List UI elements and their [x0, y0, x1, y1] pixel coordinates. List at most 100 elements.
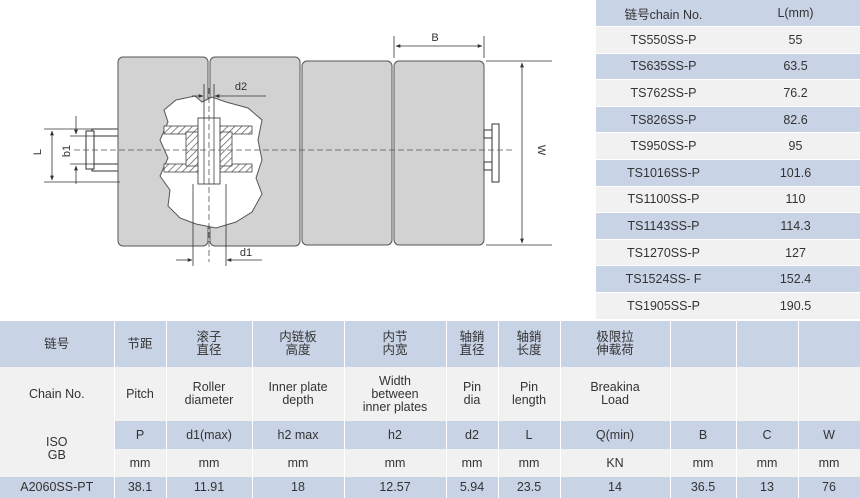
- en-header-empty: [736, 367, 799, 421]
- length-cell: 101.6: [731, 159, 860, 187]
- symbol-cell: P: [114, 421, 167, 449]
- cn-header-pin-length: 轴銷 长度: [498, 321, 561, 367]
- length-cell: 152.4: [731, 265, 860, 294]
- dimension-d2: d2: [192, 81, 266, 118]
- cn-header-row: 链号 节距 滚子 直径 内链板 高度 内节 内宽 轴銷 直径 轴銷 长度 极限拉…: [0, 321, 860, 367]
- data-pin-dia: 5.94: [446, 477, 499, 498]
- iso-gb-label: ISO GB: [0, 421, 115, 477]
- chain-plate-4: [393, 60, 485, 246]
- chain-no-cell: TS826SS-P: [596, 106, 731, 134]
- length-cell: 95: [731, 132, 860, 161]
- en-header-pitch: Pitch: [114, 367, 167, 421]
- length-table-header: 链号chain No. L(mm): [596, 0, 860, 28]
- header-length: L(mm): [731, 0, 860, 28]
- chain-drawing: B W L b1 d2 d1: [32, 32, 552, 266]
- en-header-pin-dia: Pin dia: [446, 367, 499, 421]
- en-header-inner-width: Width between inner plates: [344, 367, 447, 421]
- unit-cell: mm: [498, 449, 561, 477]
- data-c: 13: [736, 477, 799, 498]
- symbol-cell: d1(max): [166, 421, 253, 449]
- data-roller-diameter: 11.91: [166, 477, 253, 498]
- cn-header-pitch: 节距: [114, 321, 167, 367]
- data-inner-width: 12.57: [344, 477, 447, 498]
- length-cell: 55: [731, 26, 860, 54]
- symbol-cell: Q(min): [560, 421, 671, 449]
- unit-cell: mm: [114, 449, 167, 477]
- unit-cell: mm: [446, 449, 499, 477]
- dimension-d1: d1: [176, 184, 262, 266]
- symbol-cell: W: [798, 421, 860, 449]
- dimension-w-label: W: [535, 145, 547, 156]
- cn-header-inner-width: 内节 内宽: [344, 321, 447, 367]
- en-header-roller-diameter: Roller diameter: [166, 367, 253, 421]
- dimension-b1: b1: [61, 116, 94, 184]
- unit-cell: mm: [344, 449, 447, 477]
- cn-header-empty: [670, 321, 737, 367]
- en-header-breaking-load: Breakina Load: [560, 367, 671, 421]
- en-header-empty: [798, 367, 860, 421]
- unit-row: mm mm mm mm mm mm KN mm mm mm: [0, 449, 860, 477]
- length-cell: 127: [731, 239, 860, 267]
- chain-no-cell: TS762SS-P: [596, 79, 731, 107]
- dimension-b1-label: b1: [61, 145, 73, 157]
- chain-spec-table: 链号 节距 滚子 直径 内链板 高度 内节 内宽 轴銷 直径 轴銷 长度 极限拉…: [0, 321, 860, 498]
- cn-header-breaking-load: 极限拉 伸载荷: [560, 321, 671, 367]
- dimension-b-label: B: [431, 32, 438, 44]
- length-cell: 110: [731, 186, 860, 214]
- chain-no-cell: TS635SS-P: [596, 53, 731, 81]
- length-cell: 82.6: [731, 106, 860, 134]
- symbol-cell: h2: [344, 421, 447, 449]
- cn-header-pin-dia: 轴銷 直径: [446, 321, 499, 367]
- en-header-pin-length: Pin length: [498, 367, 561, 421]
- unit-cell: mm: [736, 449, 799, 477]
- symbol-cell: h2 max: [252, 421, 345, 449]
- unit-cell: mm: [670, 449, 737, 477]
- data-chain-no: A2060SS-PT: [0, 477, 115, 498]
- center-lines: [74, 88, 512, 262]
- symbol-cell: d2: [446, 421, 499, 449]
- data-w: 76: [798, 477, 860, 498]
- en-header-row: Chain No. Pitch Roller diameter Inner pl…: [0, 367, 860, 421]
- symbol-cell: C: [736, 421, 799, 449]
- en-header-empty: [670, 367, 737, 421]
- header-chain-no: 链号chain No.: [596, 0, 731, 28]
- chain-no-cell: TS1016SS-P: [596, 159, 731, 187]
- data-b: 36.5: [670, 477, 737, 498]
- cn-header-chain-no: 链号: [0, 321, 115, 367]
- symbol-cell: B: [670, 421, 737, 449]
- dimension-b: B: [393, 32, 485, 58]
- right-pin-end: [483, 123, 500, 183]
- length-cell: 114.3: [731, 212, 860, 240]
- data-inner-plate-depth: 18: [252, 477, 345, 498]
- cn-header-inner-plate-depth: 内链板 高度: [252, 321, 345, 367]
- chain-no-cell: TS550SS-P: [596, 26, 731, 54]
- en-header-chain-no: Chain No.: [0, 367, 115, 421]
- chain-no-cell: TS1100SS-P: [596, 186, 731, 214]
- chain-no-cell: TS1905SS-P: [596, 292, 731, 320]
- en-header-inner-plate-depth: Inner plate depth: [252, 367, 345, 421]
- chain-no-cell: TS1270SS-P: [596, 239, 731, 267]
- unit-cell: mm: [798, 449, 860, 477]
- dimension-w: W: [486, 60, 552, 246]
- cn-header-empty: [798, 321, 860, 367]
- symbol-row: ISO GB P d1(max) h2 max h2 d2 L Q(min) B…: [0, 421, 860, 477]
- dimension-d2-label: d2: [235, 81, 247, 93]
- cn-header-roller-diameter: 滚子 直径: [166, 321, 253, 367]
- chain-no-cell: TS1524SS- F: [596, 265, 731, 294]
- length-cell: 76.2: [731, 79, 860, 107]
- length-cell: 190.5: [731, 292, 860, 320]
- chain-plate-3: [301, 60, 393, 246]
- dimension-l-label: L: [32, 149, 44, 155]
- unit-cell: KN: [560, 449, 671, 477]
- unit-cell: mm: [166, 449, 253, 477]
